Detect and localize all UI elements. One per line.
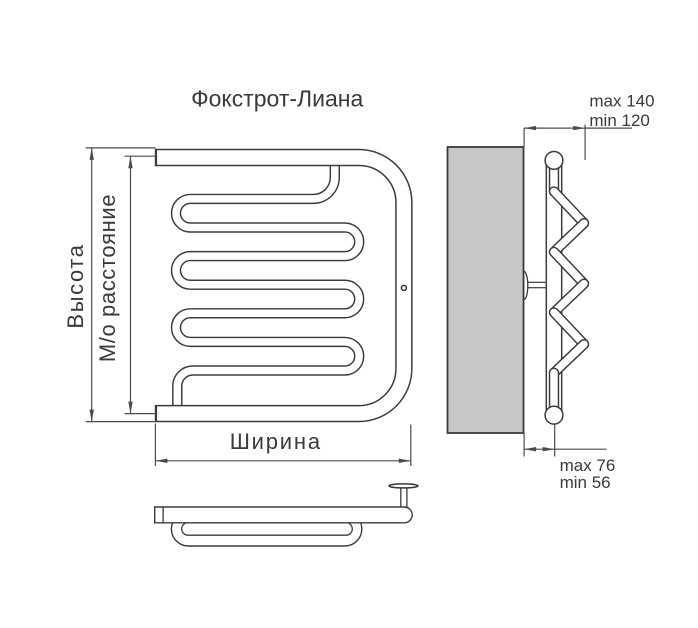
svg-text:min 56: min 56 [560, 473, 611, 492]
svg-text:Высота: Высота [63, 243, 88, 328]
svg-text:Ширина: Ширина [230, 429, 322, 454]
svg-text:М/о расстояние: М/о расстояние [95, 194, 120, 362]
svg-text:max 76: max 76 [560, 456, 616, 475]
svg-text:Фокстрот-Лиана: Фокстрот-Лиана [191, 86, 363, 112]
svg-text:min 120: min 120 [589, 111, 649, 130]
svg-text:max 140: max 140 [589, 91, 654, 110]
